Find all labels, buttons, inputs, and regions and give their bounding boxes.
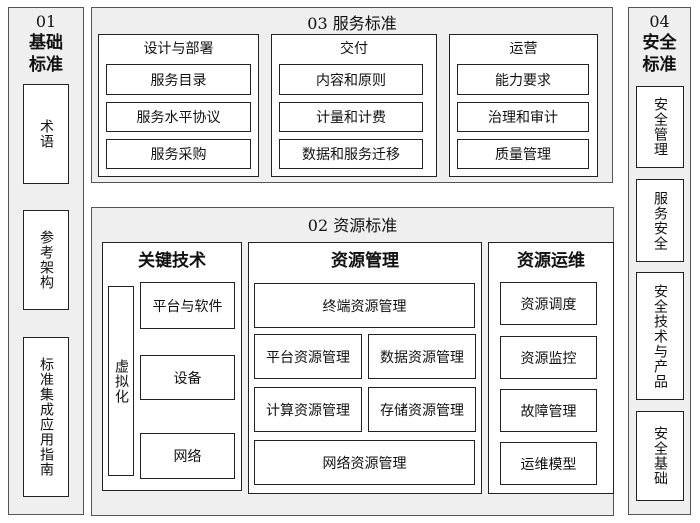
ops-fault-management: 故障管理	[500, 389, 597, 432]
service-item-sla: 服务水平协议	[106, 102, 251, 132]
service-item-metering-billing: 计量和计费	[279, 102, 423, 132]
basic-standards-title: 基础标准	[29, 33, 63, 75]
ops-model: 运维模型	[500, 442, 597, 485]
rm-terminal: 终端资源管理	[254, 283, 475, 328]
resource-management-title: 资源管理	[331, 251, 399, 271]
service-item-catalog: 服务目录	[106, 64, 251, 95]
ops-scheduling: 资源调度	[500, 282, 597, 325]
security-item-service-security: 服务安全	[636, 179, 684, 262]
service-standards-title: 03 服务标准	[307, 14, 397, 33]
security-standards-number: 04	[649, 12, 670, 31]
security-item-foundation: 安全基础	[636, 411, 684, 501]
service-item-procurement: 服务采购	[106, 139, 251, 169]
resource-ops-title: 资源运维	[517, 251, 585, 271]
rm-data: 数据资源管理	[368, 334, 476, 379]
basic-standards-number: 01	[35, 12, 57, 31]
key-tech-platform-software: 平台与软件	[140, 282, 235, 329]
service-group-delivery-title: 交付	[340, 41, 368, 57]
security-item-tech-products: 安全技术与产品	[636, 272, 684, 400]
service-group-operation-title: 运营	[509, 41, 538, 57]
virtualization-box: 虚拟化	[108, 286, 134, 476]
resource-standards-title: 02 资源标准	[307, 216, 398, 235]
basic-item-reference-architecture: 参考架构	[23, 210, 69, 310]
rm-platform: 平台资源管理	[254, 334, 362, 379]
security-item-management: 安全管理	[636, 86, 684, 168]
rm-network: 网络资源管理	[254, 440, 475, 485]
rm-compute: 计算资源管理	[254, 387, 362, 432]
key-tech-network: 网络	[140, 433, 235, 479]
service-item-governance-audit: 治理和审计	[457, 102, 589, 132]
key-tech-devices: 设备	[140, 355, 235, 400]
ops-monitoring: 资源监控	[500, 336, 597, 379]
service-item-data-migration: 数据和服务迁移	[279, 139, 423, 169]
rm-storage: 存储资源管理	[368, 387, 476, 432]
basic-item-integration-guide: 标准集成应用指南	[23, 337, 69, 497]
security-standards-title: 安全标准	[642, 33, 677, 75]
service-item-content-principles: 内容和原则	[279, 64, 423, 95]
service-item-quality: 质量管理	[457, 139, 589, 169]
service-group-design-title: 设计与部署	[143, 41, 214, 57]
key-tech-title: 关键技术	[138, 251, 206, 271]
service-item-capability: 能力要求	[457, 64, 589, 95]
basic-item-terminology: 术语	[23, 84, 69, 184]
